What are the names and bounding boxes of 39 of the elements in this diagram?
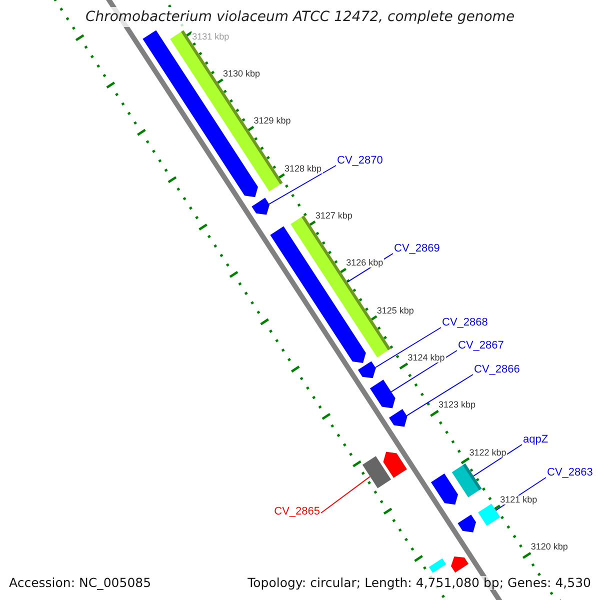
tick-label: 3120 kbp xyxy=(530,542,569,552)
tick-label: 3122 kbp xyxy=(468,448,508,458)
gene-block xyxy=(450,556,469,573)
leader-line xyxy=(374,327,442,368)
tick-label: 3123 kbp xyxy=(437,400,477,410)
tick-label: 3131 kbp xyxy=(191,32,230,42)
gene-block xyxy=(458,514,476,532)
tick-label: 3126 kbp xyxy=(345,258,384,268)
gene-label: CV_2867 xyxy=(458,340,504,352)
gene-block xyxy=(428,558,446,573)
gene-block xyxy=(358,361,376,378)
leader-line xyxy=(390,350,458,392)
gene-block xyxy=(252,198,270,215)
leader-line xyxy=(472,444,522,477)
tick-label: 3125 kbp xyxy=(376,306,415,316)
leader-line xyxy=(268,165,336,205)
tick-label: 3127 kbp xyxy=(314,212,354,220)
gene-label: CV_2865 xyxy=(274,506,320,518)
gene-label: CV_2868 xyxy=(442,318,488,328)
tick-label: 3128 kbp xyxy=(284,164,323,174)
leader-line xyxy=(320,476,371,514)
gene-block xyxy=(383,452,407,478)
gene-label: aqpZ xyxy=(523,434,548,446)
gene-label: CV_2869 xyxy=(394,244,440,254)
tick-label: 3129 kbp xyxy=(252,116,292,126)
gene-block xyxy=(452,463,482,498)
gene-block xyxy=(430,474,458,505)
gene-block xyxy=(370,380,396,408)
gene-block xyxy=(270,226,366,364)
tick-label: 3130 kbp xyxy=(222,69,261,78)
gene-label: CV_2863 xyxy=(547,468,593,478)
tick-label: 3124 kbp xyxy=(406,354,446,363)
tick-label: 3121 kbp xyxy=(499,496,538,505)
gene-label: CV_2866 xyxy=(474,364,520,376)
gene-label: CV_2870 xyxy=(337,156,383,166)
leader-line xyxy=(406,374,474,416)
gene-block xyxy=(478,504,500,526)
gene-block xyxy=(389,408,408,427)
gene-block xyxy=(362,456,392,488)
